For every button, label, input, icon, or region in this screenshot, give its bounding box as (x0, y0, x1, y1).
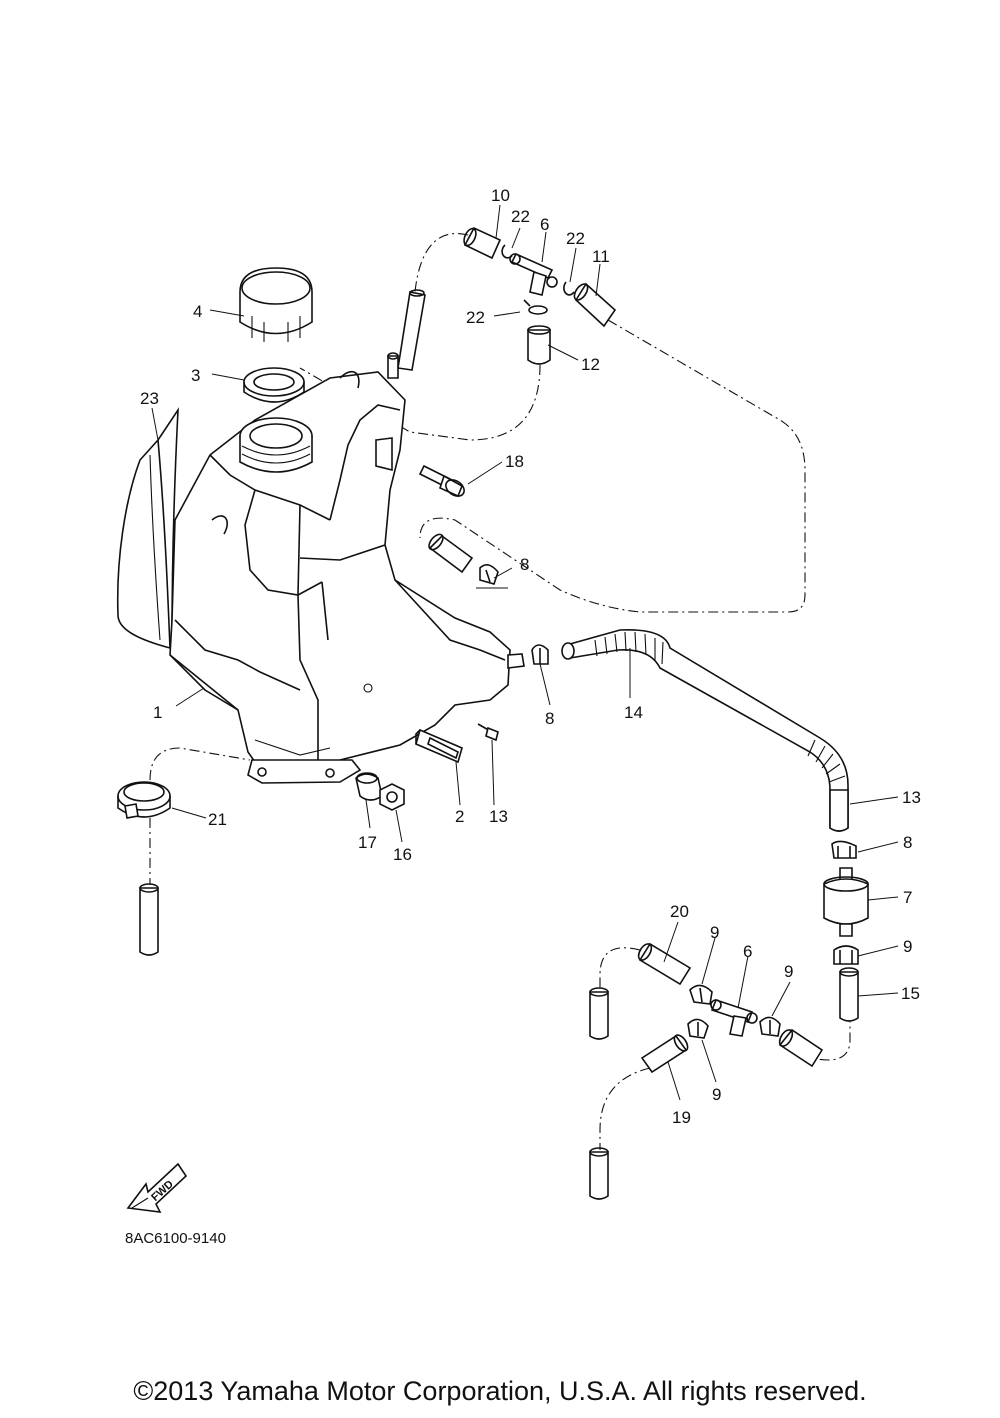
callout-11: 11 (592, 247, 610, 266)
callout-8-upper: 8 (520, 555, 529, 574)
hose-13 (829, 789, 849, 832)
callout-6-lower: 6 (743, 942, 752, 961)
hose-20 (637, 942, 692, 986)
callout-9-right: 9 (903, 937, 912, 956)
callout-15: 15 (901, 984, 920, 1003)
callout-12: 12 (581, 355, 600, 374)
outlet-hose-upper (428, 533, 474, 574)
callout-23: 23 (140, 389, 159, 408)
fuel-filter-7 (823, 867, 869, 937)
callout-2: 2 (455, 807, 464, 826)
cap-gasket-5 (243, 367, 305, 403)
callout-17: 17 (358, 833, 377, 852)
clips-22 (501, 244, 575, 315)
callout-4: 4 (193, 302, 202, 321)
leader-lines (151, 204, 899, 1101)
callout-8-middle: 8 (545, 709, 554, 728)
nut-16 (379, 783, 405, 811)
callout-14: 14 (624, 703, 643, 722)
bolt-18 (418, 464, 465, 498)
forward-arrow-icon: FWD (126, 1162, 188, 1213)
bracket-2 (415, 728, 463, 764)
callout-9-upper-left: 9 (710, 923, 719, 942)
tank-cap-4 (239, 267, 313, 342)
callout-5: 3 (191, 366, 200, 385)
callout-9-lower: 9 (712, 1085, 721, 1104)
hose-routing-lines (149, 233, 851, 1150)
callout-13: 13 (902, 788, 921, 807)
callout-10: 10 (491, 186, 510, 205)
fuel-tank-1 (169, 352, 525, 784)
side-cover-23 (116, 407, 179, 649)
callout-numbers: 10 22 6 22 11 22 12 4 3 23 18 8 8 14 1 2… (140, 186, 921, 1127)
clamp-9-upper-left (689, 984, 713, 1005)
breather-hose-upper (397, 289, 426, 371)
breather-hose-12 (527, 325, 551, 365)
clamp-9-lower-left (687, 1018, 709, 1039)
callout-1: 1 (153, 703, 162, 722)
hose-15 (839, 967, 859, 1022)
fuel-hose-14 (561, 629, 849, 832)
vent-hose-lower-left (139, 883, 159, 956)
clamp-9-right-joint (759, 1016, 781, 1037)
t-joint-6-lower (710, 999, 758, 1037)
hose-to-15 (778, 1028, 824, 1068)
clamp-8-middle (531, 644, 549, 665)
callout-18: 18 (505, 452, 524, 471)
callout-9-right-joint: 9 (784, 962, 793, 981)
damper-17 (355, 772, 383, 801)
callout-8-lower: 8 (903, 833, 912, 852)
callout-21: 21 (208, 810, 227, 829)
clamp-8-lower (831, 840, 857, 859)
copyright-notice: ©2013 Yamaha Motor Corporation, U.S.A. A… (133, 1376, 867, 1406)
callout-22-top-right: 22 (566, 229, 585, 248)
hose-19 (640, 1034, 689, 1074)
callout-6-top: 6 (540, 215, 549, 234)
callout-22-top-left: 22 (511, 207, 530, 226)
band-21 (117, 781, 171, 819)
callout-3: 13 (489, 807, 508, 826)
callout-7: 7 (903, 888, 912, 907)
clamp-9-right (833, 945, 859, 965)
screw-3 (477, 723, 499, 742)
clamp-8-upper (479, 564, 499, 585)
breather-hose-10 (463, 226, 502, 260)
part-code: 8AC6100-9140 (125, 1230, 226, 1247)
breather-hose-11 (573, 282, 617, 328)
vent-hose-left-20 (589, 987, 609, 1040)
callout-22-left: 22 (466, 308, 485, 327)
callout-19: 19 (672, 1108, 691, 1127)
breather-t-joint-6 (509, 252, 558, 296)
callout-20: 20 (670, 902, 689, 921)
callout-16: 16 (393, 845, 412, 864)
vent-hose-left-19 (589, 1147, 609, 1200)
